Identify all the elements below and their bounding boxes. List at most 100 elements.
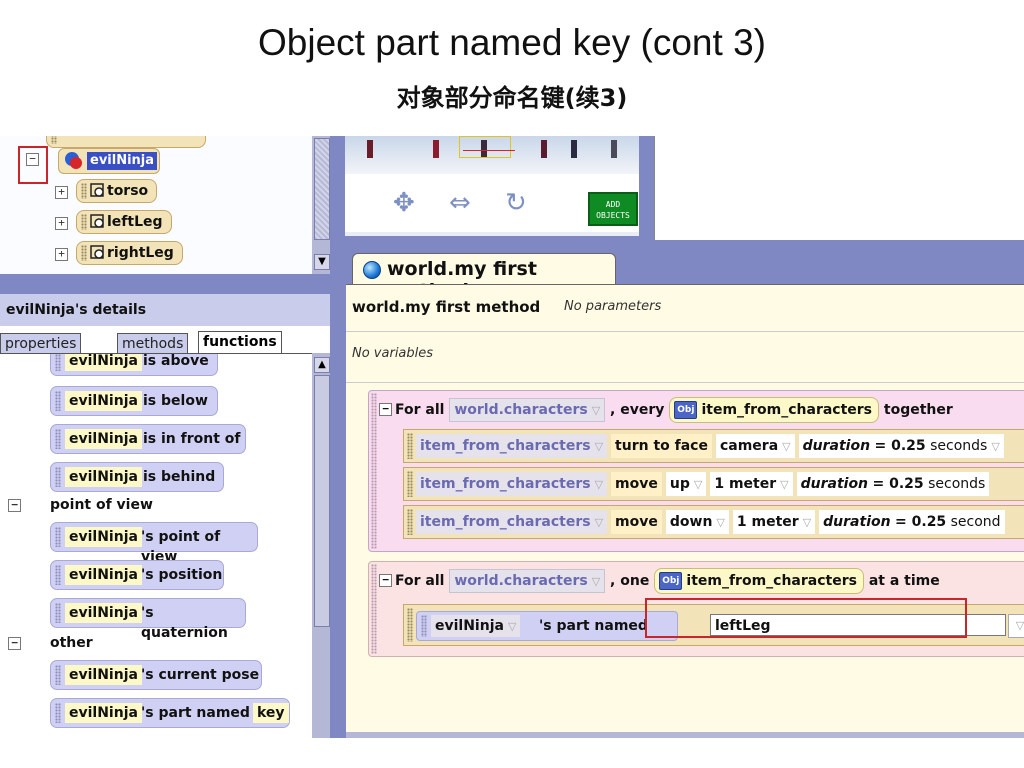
subject-dropdown[interactable]: item_from_characters▽ <box>416 510 608 534</box>
dropdown-caret-icon: ▽ <box>591 404 601 417</box>
amount-dropdown[interactable]: 1 meter▽ <box>710 472 793 496</box>
for-all-mode: , one <box>610 573 650 589</box>
part-name-dropdown-icon[interactable]: ▽ <box>1008 614 1024 638</box>
amount-dropdown[interactable]: 1 meter▽ <box>732 510 816 534</box>
tree-item-partial[interactable] <box>46 136 206 148</box>
tree-item-root[interactable]: evilNinja <box>58 148 160 174</box>
list-dropdown[interactable]: world.characters▽ <box>449 398 606 422</box>
tab-functions[interactable]: functions <box>198 331 282 354</box>
list-dropdown[interactable]: world.characters▽ <box>449 569 606 593</box>
editor-bottom-scrollbar[interactable] <box>346 732 1024 738</box>
character-figure <box>571 140 577 158</box>
subject-label: item_from_characters <box>420 476 591 492</box>
dropdown-caret-icon: ▽ <box>594 516 604 529</box>
tree-scrollbar[interactable]: ▼ <box>312 136 330 274</box>
tab-properties[interactable]: properties <box>0 333 82 354</box>
function-quaternion[interactable]: evilNinja 's quaternion <box>50 598 246 641</box>
dropdown-caret-icon: ▽ <box>693 478 703 491</box>
turn-icon[interactable]: ↻ <box>505 188 527 218</box>
details-header: evilNinja's details <box>0 294 330 326</box>
scroll-thumb[interactable] <box>314 138 330 240</box>
grip-icon <box>81 245 87 261</box>
verb-label: move <box>611 510 662 534</box>
expand-icon[interactable]: + <box>55 186 68 199</box>
tree-item-torso[interactable]: torso <box>76 179 158 203</box>
collapse-icon[interactable]: − <box>379 403 392 416</box>
function-is-below[interactable]: evilNinja is below <box>50 386 218 416</box>
tab-methods[interactable]: methods <box>117 333 189 354</box>
list-value: world.characters <box>454 573 588 589</box>
grip-icon <box>371 564 377 654</box>
functions-scrollbar[interactable]: ▲ <box>312 353 330 738</box>
function-current-pose[interactable]: evilNinja 's current pose <box>50 660 262 690</box>
move-left-right-icon[interactable]: ✥ <box>393 188 415 218</box>
subject-label: item_from_characters <box>420 438 591 454</box>
add-objects-button[interactable]: ADD OBJECTS <box>588 192 638 226</box>
method-tab[interactable]: world.my first method <box>352 253 616 302</box>
add-objects-line2: OBJECTS <box>596 211 630 220</box>
for-all-suffix: together <box>883 402 953 418</box>
for-all-label: For all <box>395 573 445 589</box>
collapse-icon[interactable]: − <box>26 153 39 166</box>
direction-value: down <box>669 514 713 530</box>
move-up-down-icon[interactable]: ⇔ <box>449 188 471 218</box>
direction-dropdown[interactable]: down▽ <box>665 510 729 534</box>
functions-list: evilNinja is above evilNinja is below ev… <box>0 353 312 738</box>
function-is-above[interactable]: evilNinja is above <box>50 353 218 376</box>
scroll-thumb[interactable] <box>314 375 330 627</box>
object-label: evilNinja <box>65 527 142 547</box>
duration-param[interactable]: duration = 0.25 second <box>819 510 1005 534</box>
expand-icon[interactable]: + <box>55 248 68 261</box>
dropdown-caret-icon: ▽ <box>507 620 517 633</box>
tree-item-label: torso <box>107 183 149 199</box>
tree-item-leftleg[interactable]: leftLeg <box>76 210 172 234</box>
part-key-param[interactable]: key <box>253 703 289 723</box>
function-point-of-view[interactable]: evilNinja 's point of view <box>50 522 258 565</box>
duration-value: = 0.25 <box>874 438 926 454</box>
part-icon <box>90 183 104 197</box>
tree-item-rightleg[interactable]: rightLeg <box>76 241 183 265</box>
grip-icon <box>407 433 413 459</box>
function-is-behind[interactable]: evilNinja is behind <box>50 462 224 492</box>
expand-icon[interactable]: + <box>55 217 68 230</box>
function-label: is above <box>143 353 209 369</box>
highlight-box-part-name <box>645 598 967 638</box>
duration-param[interactable]: duration = 0.25 seconds▽ <box>798 434 1004 458</box>
grip-icon <box>55 565 61 585</box>
obj-icon: Obj <box>674 401 698 419</box>
subject-label: item_from_characters <box>420 514 591 530</box>
duration-param[interactable]: duration = 0.25 seconds <box>796 472 990 496</box>
function-position[interactable]: evilNinja 's position <box>50 560 224 590</box>
target-dropdown[interactable]: camera▽ <box>715 434 795 458</box>
subject-dropdown[interactable]: item_from_characters▽ <box>416 472 608 496</box>
subject-dropdown[interactable]: item_from_characters▽ <box>416 434 608 458</box>
function-label: 's position <box>141 567 223 583</box>
function-label: 's current pose <box>141 667 260 683</box>
function-part-named[interactable]: evilNinja 's part named key <box>50 698 290 728</box>
object-dropdown[interactable]: evilNinja▽ <box>431 615 521 637</box>
collapse-icon[interactable]: − <box>379 574 392 587</box>
scroll-down-icon[interactable]: ▼ <box>314 254 330 270</box>
dropdown-caret-icon: ▽ <box>594 478 604 491</box>
function-is-in-front-of[interactable]: evilNinja is in front of <box>50 424 246 454</box>
collapse-icon[interactable]: − <box>8 499 21 512</box>
part-named-function[interactable]: evilNinja▽ 's part named <box>416 611 678 641</box>
character-figure <box>433 140 439 158</box>
scroll-up-icon[interactable]: ▲ <box>314 357 330 373</box>
statement-part-named[interactable]: evilNinja▽ 's part named leftLeg ▽ ▽ t <box>403 604 1024 646</box>
part-name-input[interactable]: leftLeg <box>710 614 1006 636</box>
dropdown-caret-icon: ▽ <box>716 516 725 529</box>
collapse-icon[interactable]: − <box>8 637 21 650</box>
world-ball-icon <box>363 261 381 279</box>
direction-dropdown[interactable]: up▽ <box>665 472 707 496</box>
duration-value: = 0.25 <box>872 476 924 492</box>
